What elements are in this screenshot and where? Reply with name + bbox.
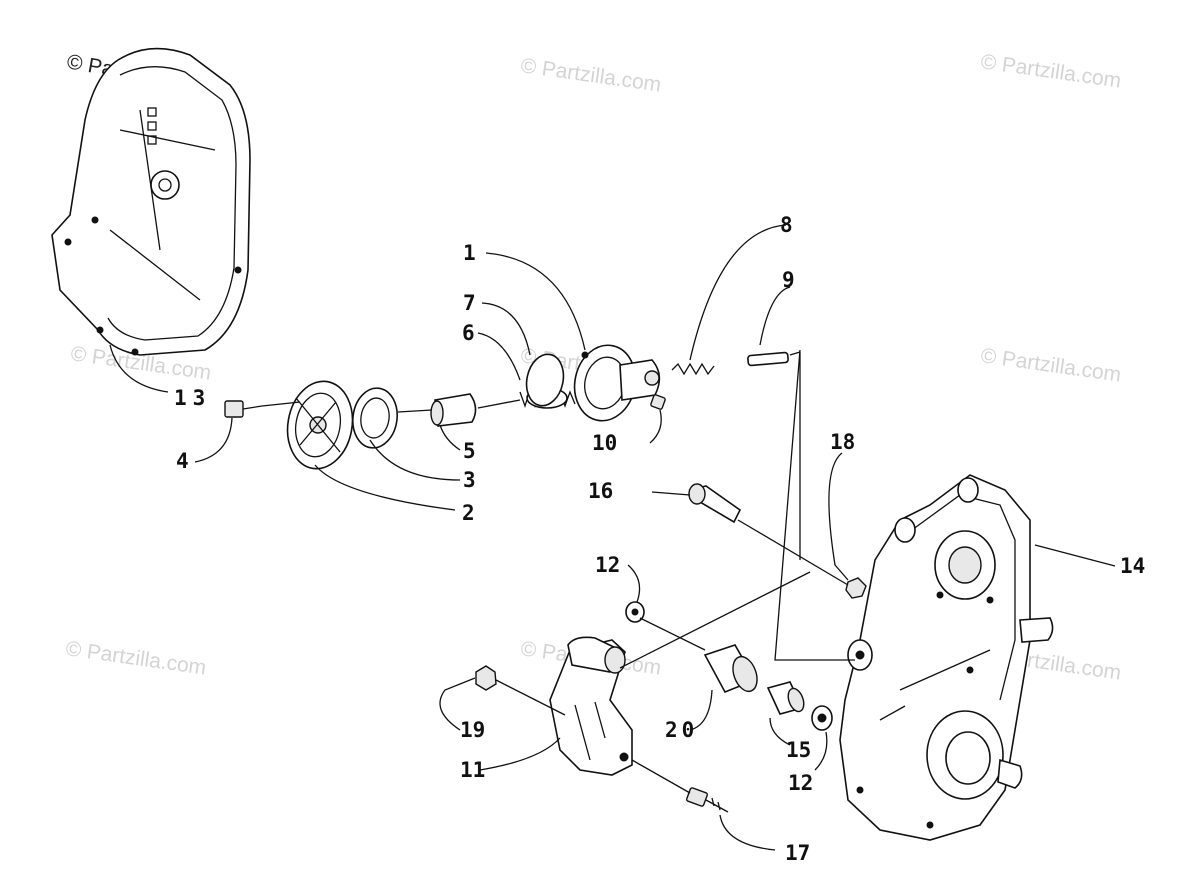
callout-13: 13 (174, 386, 211, 410)
part-1-housing (573, 344, 661, 422)
part-19-nut (475, 665, 497, 691)
part-12-washer-lower (811, 705, 833, 731)
part-2-plate (286, 380, 354, 470)
watermark: © Partzilla.com (519, 54, 662, 96)
part-13-cover (51, 47, 251, 356)
part-9-pin (747, 351, 789, 367)
callout-15: 15 (786, 738, 811, 762)
leader-lines (109, 224, 1116, 851)
part-10-screw (650, 394, 666, 410)
callout-9: 9 (782, 268, 795, 292)
watermark: © Partzilla.com (979, 344, 1122, 386)
callout-3: 3 (463, 468, 476, 492)
part-15-sleeve (766, 681, 805, 715)
part-14-gearcase (839, 474, 1054, 841)
part-4-bolt (224, 400, 263, 418)
part-12-washer-upper (625, 601, 645, 623)
callout-16: 16 (588, 479, 613, 503)
callout-5: 5 (463, 439, 476, 463)
callout-18: 18 (830, 430, 855, 454)
callout-10: 10 (592, 431, 617, 455)
callout-11: 11 (460, 758, 485, 782)
part-7-oring (525, 353, 565, 407)
watermark: © Partzilla.com (979, 50, 1122, 92)
callout-20: 20 (665, 718, 698, 742)
part-20-bushing (703, 644, 758, 694)
callout-14: 14 (1120, 554, 1145, 578)
part-16-bolt (688, 483, 742, 524)
callout-12-lower: 12 (788, 771, 813, 795)
callout-17: 17 (785, 841, 810, 865)
callout-1: 1 (463, 241, 476, 265)
callout-12-upper: 12 (595, 553, 620, 577)
part-18-nut (845, 577, 867, 599)
part-5-cup (430, 393, 521, 427)
callout-8: 8 (780, 213, 793, 237)
callout-2: 2 (462, 501, 475, 525)
part-11-bracket (549, 636, 633, 776)
callout-4: 4 (176, 449, 189, 473)
part-8-spring (671, 362, 715, 376)
watermark: © Partzilla.com (64, 637, 207, 679)
part-17-screw (686, 787, 729, 813)
callout-6: 6 (462, 321, 475, 345)
callout-19: 19 (460, 718, 485, 742)
part-3-ring (352, 387, 398, 449)
callout-7: 7 (463, 291, 476, 315)
callout-labels: 1 2 3 4 5 6 7 8 9 10 11 12 12 13 14 15 1… (174, 213, 1145, 865)
